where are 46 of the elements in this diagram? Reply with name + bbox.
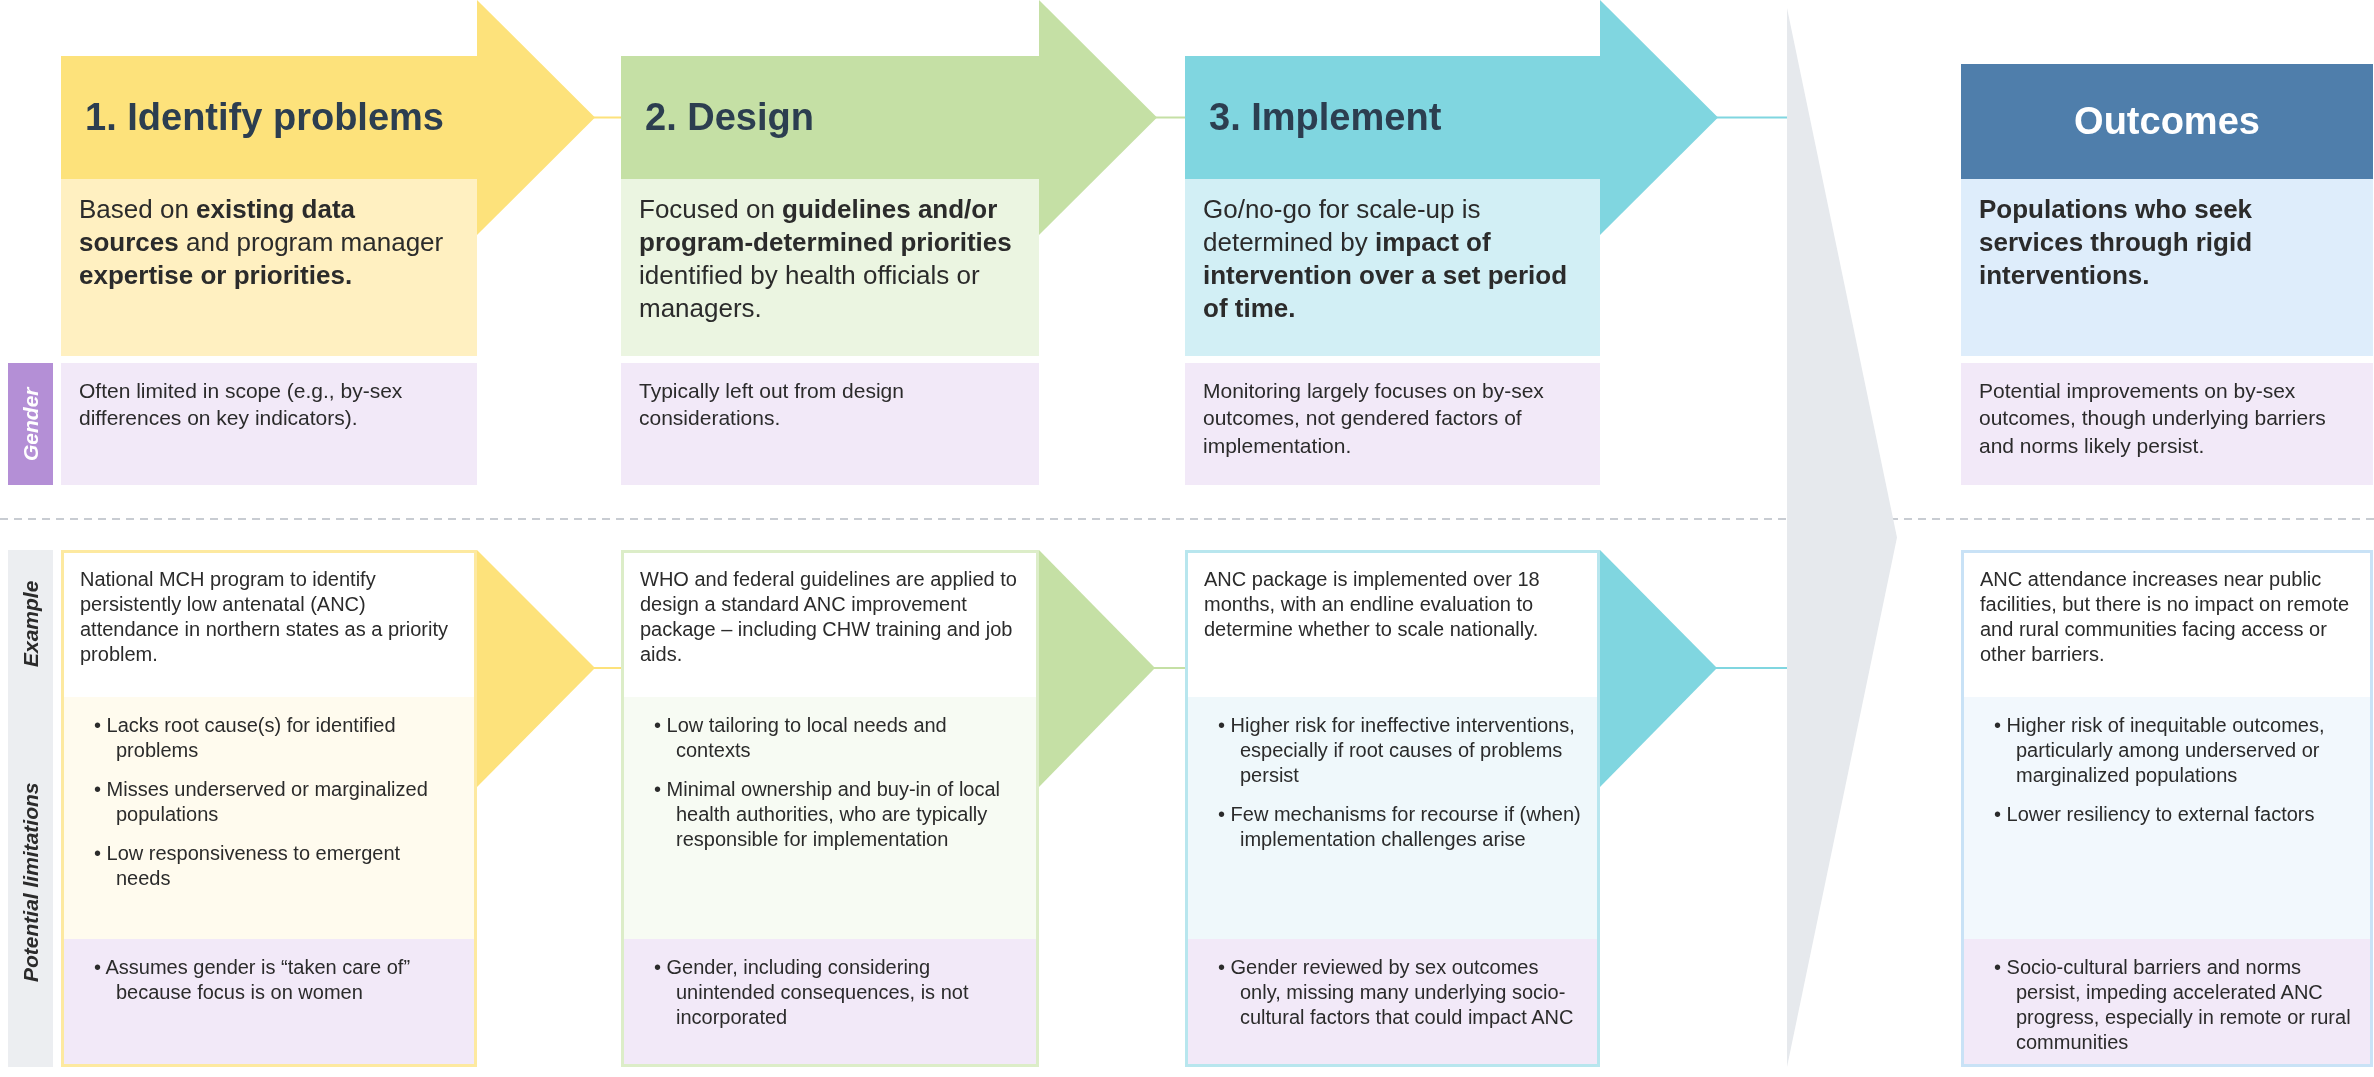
bullet-item: • Assumes gender is “taken care of” because focus is on women: [94, 955, 412, 1005]
description-panel: Based on existing data sources and program manager expertise or priorities.: [61, 179, 477, 356]
bullet-item: • Lower resiliency to external factors: [1994, 802, 2316, 827]
bullet-item: • Minimal ownership and buy-in of local health authorities, who are typically responsible for implementation: [654, 777, 1002, 852]
description-panel: Populations who seek services through rigid interventions.: [1961, 179, 2373, 356]
gender-note-panel: Monitoring largely focuses on by-sex outcomes, not gendered factors of implementation.: [1185, 363, 1600, 485]
gender-note-panel: Typically left out from design considerations.: [621, 363, 1039, 485]
bullet-item: • Low responsiveness to emergent needs: [94, 841, 402, 891]
bullet-item: • Gender reviewed by sex outcomes only, missing many underlying socio-cultural factors that could impact ANC: [1218, 955, 1575, 1030]
bullet-item: • Few mechanisms for recourse if (when) implementation challenges arise: [1218, 802, 1581, 852]
gender-note-panel: Often limited in scope (e.g., by-sex differences on key indicators).: [61, 363, 477, 485]
step-header: 1. Identify problems: [61, 56, 477, 179]
example-panel: ANC attendance increases near public facilities, but there is no impact on remote and rural communities facing access or other barriers.: [1961, 550, 2373, 697]
example-panel: National MCH program to identify persistently low antenatal (ANC) attendance in northern states as a priority problem.: [61, 550, 477, 697]
limitations-panel: [61, 697, 477, 939]
bullet-item: • Misses underserved or marginalized populations: [94, 777, 429, 827]
chevron-arrow: [1599, 550, 1788, 787]
example-panel: WHO and federal guidelines are applied to design a standard ANC improvement package – including CHW training and job aids.: [621, 550, 1039, 697]
row-label: Example: [8, 550, 53, 697]
gender-note-panel: Potential improvements on by-sex outcomes, though underlying barriers and norms likely persist.: [1961, 363, 2373, 485]
bullet-item: • Gender, including considering unintended consequences, is not incorporated: [654, 955, 970, 1030]
limitations-panel: [1185, 697, 1600, 939]
bullet-item: • Low tailoring to local needs and contexts: [654, 713, 948, 763]
gender-limitation-panel: [1185, 939, 1600, 1067]
limitations-panel: [1961, 697, 2373, 939]
description-panel: Go/no-go for scale-up is determined by impact of intervention over a set period of time.: [1185, 179, 1600, 356]
chevron-arrow: [1038, 550, 1186, 787]
chevron-arrow: [1599, 0, 1788, 235]
chevron-arrow: [476, 0, 622, 235]
step-header: 2. Design: [621, 56, 1039, 179]
gender-limitation-panel: [61, 939, 477, 1067]
description-panel: Focused on guidelines and/or program-determined priorities identified by health officials or managers.: [621, 179, 1039, 356]
bullet-item: • Higher risk for ineffective interventions, especially if root causes of problems persist: [1218, 713, 1576, 788]
bullet-item: • Socio-cultural barriers and norms persist, impeding accelerated ANC progress, especially in remote or rural communities: [1994, 955, 2352, 1055]
bullet-item: • Higher risk of inequitable outcomes, particularly among underserved or marginalized populations: [1994, 713, 2326, 788]
limitations-panel: [621, 697, 1039, 939]
outcomes-header: Outcomes: [1961, 64, 2373, 179]
step-header: 3. Implement: [1185, 56, 1600, 179]
row-label: Gender: [8, 363, 53, 485]
chevron-arrow: [476, 550, 622, 787]
gender-limitation-panel: [621, 939, 1039, 1067]
bullet-item: • Lacks root cause(s) for identified problems: [94, 713, 397, 763]
chevron-arrow: [1038, 0, 1186, 235]
gender-limitation-panel: [1961, 939, 2373, 1067]
row-label: Potential limitations: [8, 697, 53, 1067]
example-panel: ANC package is implemented over 18 months, with an endline evaluation to determine whether to scale nationally.: [1185, 550, 1600, 697]
